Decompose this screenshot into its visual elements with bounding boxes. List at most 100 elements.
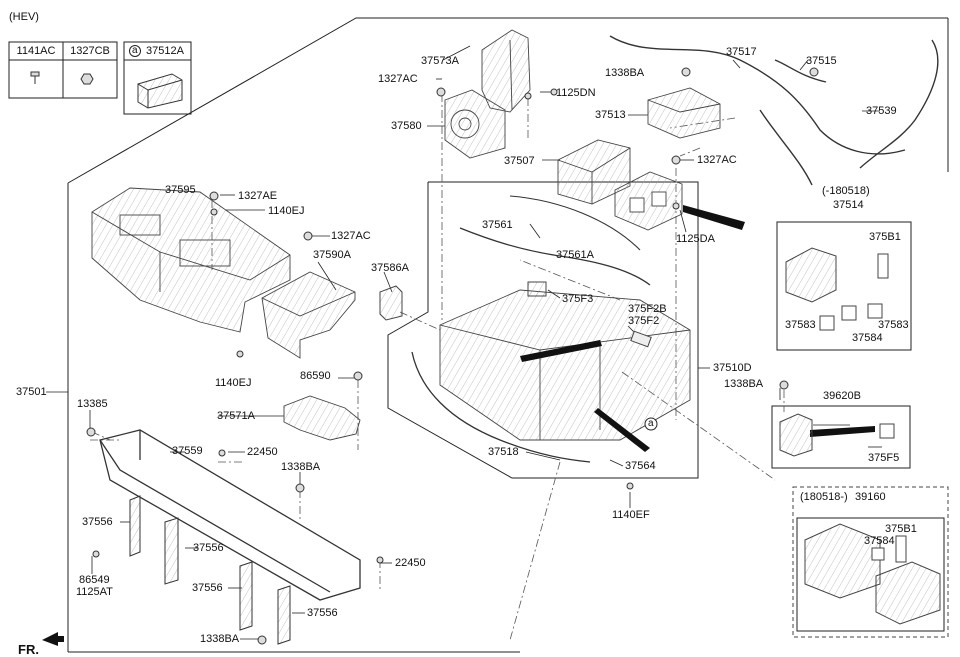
part-37580: 37580 (391, 120, 422, 132)
box-39160-inner (796, 517, 945, 632)
part-37595: 37595 (165, 184, 196, 196)
bracket-37556-b (164, 517, 179, 585)
part-37507: 37507 (504, 155, 535, 167)
part-37517: 37517 (726, 46, 757, 58)
fuse-375f2 (630, 330, 652, 348)
module-37512a-icon (137, 73, 183, 109)
part-375f2b: 375F2B (628, 303, 667, 315)
part-37561a: 37561A (556, 249, 594, 261)
nut-1327cb-icon (80, 73, 94, 85)
relay-assembly (614, 171, 683, 231)
part-180518-minus: (-180518) (822, 185, 870, 197)
part-37518: 37518 (488, 446, 519, 458)
part-375f5: 375F5 (868, 452, 900, 464)
part-37539: 37539 (866, 105, 897, 117)
part-37564: 37564 (625, 460, 656, 472)
part-37556-b: 37556 (193, 542, 224, 554)
bracket-37556-d (277, 585, 291, 645)
harness-37561a (509, 195, 641, 251)
part-37561: 37561 (482, 219, 513, 231)
part-37583-a: 37583 (785, 319, 816, 331)
part-86590: 86590 (300, 370, 331, 382)
legend-col1: 1141AC (16, 45, 56, 57)
part-37510d: 37510D (713, 362, 752, 374)
part-37513: 37513 (595, 109, 626, 121)
frame-37559 (99, 429, 361, 601)
part-37590a: 37590A (313, 249, 351, 261)
part-37556-c: 37556 (192, 582, 223, 594)
part-375f3: 375F3 (562, 293, 594, 305)
box-37514 (776, 221, 912, 351)
cover-37590a (261, 271, 356, 359)
battery-tray-37510d (439, 289, 691, 441)
legend-table (8, 41, 192, 115)
bracket-37556-c (239, 561, 253, 631)
part-37586a: 37586A (371, 262, 409, 274)
part-1338ba-a: 1338BA (605, 67, 645, 79)
black-cables (520, 205, 875, 452)
duct-37573a (481, 29, 531, 113)
legend-col2: 1327CB (70, 45, 110, 57)
part-37556-d: 37556 (307, 607, 338, 619)
part-37559: 37559 (172, 445, 203, 457)
harness-37517 (609, 35, 906, 186)
part-1125at: 1125AT (76, 586, 113, 598)
part-180518-plus: (180518-) (800, 491, 848, 503)
assembly-frame-37501 (67, 17, 949, 653)
tray-subframe-box (387, 181, 699, 479)
part-37583-b: 37583 (878, 319, 909, 331)
harness-37539 (859, 39, 939, 169)
battery-cover-37595 (91, 187, 291, 333)
part-375b1-b: 375B1 (885, 523, 917, 535)
part-22450-a: 22450 (247, 446, 278, 458)
front-label: FR. (18, 642, 39, 657)
part-1338ba-d: 1338BA (200, 633, 240, 645)
module-37513 (647, 87, 721, 139)
part-37573a: 37573A (421, 55, 459, 67)
part-1327ac-b: 1327AC (697, 154, 737, 166)
callout-a-label: a (648, 418, 654, 429)
part-86549: 86549 (79, 574, 110, 586)
part-37556-a: 37556 (82, 516, 113, 528)
variant-label: (HEV) (9, 11, 39, 23)
fasteners (86, 67, 819, 645)
part-39160: 39160 (855, 491, 886, 503)
part-1140ej-a: 1140EJ (268, 205, 305, 217)
part-1125da: 1125DA (676, 233, 715, 245)
module-39160 (804, 523, 941, 625)
legend-col3: 37512A (146, 45, 184, 57)
part-1140ef: 1140EF (612, 509, 650, 521)
box-39160-dashed (792, 486, 949, 638)
part-1338ba-b: 1338BA (724, 378, 764, 390)
part-37515: 37515 (806, 55, 837, 67)
harness-37561 (459, 227, 651, 286)
front-arrow-icon (42, 632, 64, 646)
part-39620b: 39620B (823, 390, 861, 402)
part-375f2: 375F2 (628, 315, 660, 327)
blower-37580 (444, 89, 506, 159)
part-37571a: 37571A (217, 410, 255, 422)
junction-block-37507 (557, 139, 631, 205)
bolt-1141ac-icon (30, 71, 40, 84)
part-1327ac-a: 1327AC (378, 73, 418, 85)
bracket-37586a (379, 285, 403, 321)
part-37584-b: 37584 (864, 535, 895, 547)
relay-block-37514 (785, 247, 889, 331)
part-37514: 37514 (833, 199, 864, 211)
part-37584-a: 37584 (852, 332, 883, 344)
box-39620b (771, 405, 911, 469)
bracket-37556-a (129, 495, 141, 557)
duct-37571a (283, 395, 361, 441)
part-22450-b: 22450 (395, 557, 426, 569)
part-1338ba-c: 1338BA (281, 461, 321, 473)
fuse-375f3 (527, 281, 547, 297)
harness-37518 (411, 351, 591, 463)
callout-a-circle (644, 417, 658, 431)
part-13385: 13385 (77, 398, 108, 410)
part-1327ac-c: 1327AC (331, 230, 371, 242)
module-39620b (779, 413, 895, 457)
part-1140ej-b: 1140EJ (215, 377, 252, 389)
leader-lines (46, 45, 882, 640)
part-1327ae: 1327AE (238, 190, 278, 202)
